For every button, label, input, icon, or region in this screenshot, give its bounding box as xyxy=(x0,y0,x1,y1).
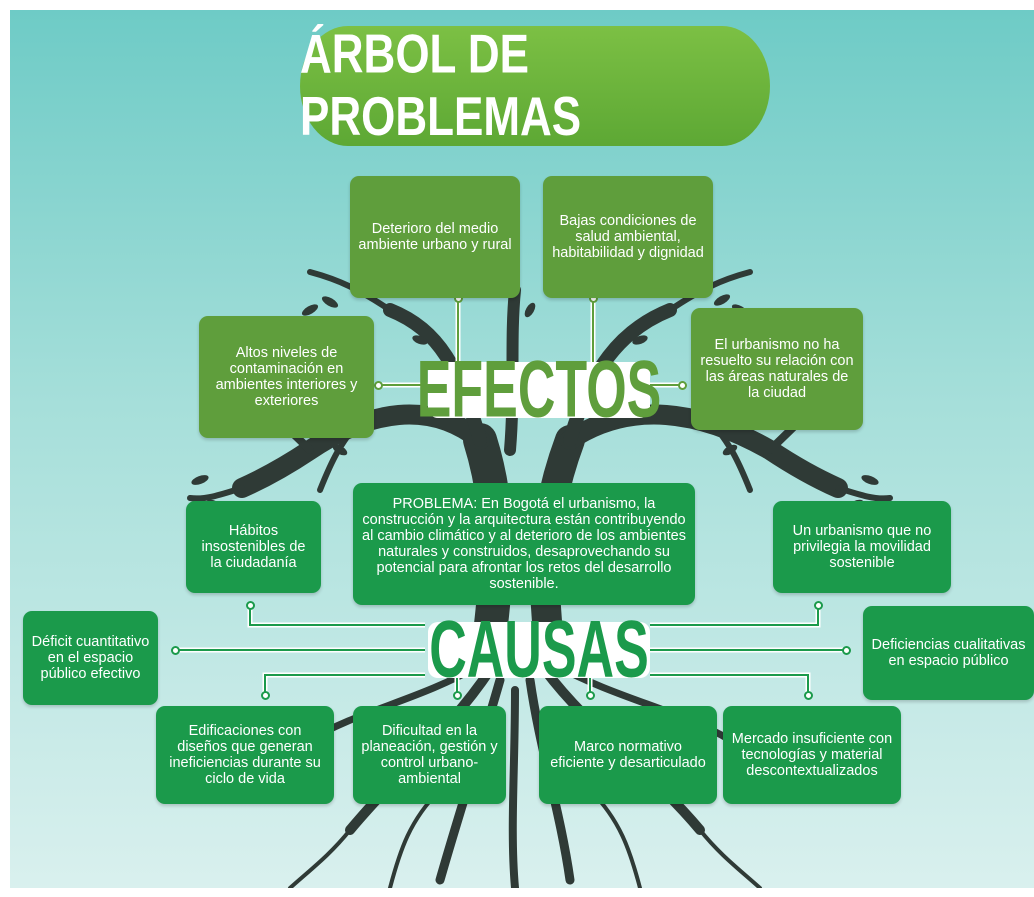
effect-box-areas-naturales: El urbanismo no ha resuelto su relación … xyxy=(691,308,863,430)
connector-dot xyxy=(452,690,462,700)
cause-box-marco-normativo: Marco normativo eficiente y desarticulad… xyxy=(539,706,717,804)
connector-dot xyxy=(373,380,383,390)
cause-box-deficiencias: Deficiencias cualitativas en espacio púb… xyxy=(863,606,1034,700)
diagram-canvas: ÁRBOL DE PROBLEMAS Deterioro del medio a… xyxy=(10,10,1034,888)
connector-dot xyxy=(585,690,595,700)
effect-box-contaminacion: Altos niveles de contaminación en ambien… xyxy=(199,316,374,438)
connector-dot xyxy=(813,600,823,610)
cause-box-edificaciones: Edificaciones con diseños que generan in… xyxy=(156,706,334,804)
connector-dot xyxy=(170,645,180,655)
connector-dot xyxy=(677,380,687,390)
connector-dot xyxy=(260,690,270,700)
problem-box: PROBLEMA: En Bogotá el urbanismo, la con… xyxy=(353,483,695,605)
effect-box-salud: Bajas condiciones de salud ambiental, ha… xyxy=(543,176,713,298)
cause-box-deficit: Déficit cuantitativo en el espacio públi… xyxy=(23,611,158,705)
cause-box-mercado: Mercado insuficiente con tecnologías y m… xyxy=(723,706,901,804)
connector-dot xyxy=(841,645,851,655)
cause-box-habitos: Hábitos insostenibles de la ciudadanía xyxy=(186,501,321,593)
cause-box-movilidad: Un urbanismo que no privilegia la movili… xyxy=(773,501,951,593)
effects-label: EFECTOS xyxy=(416,345,662,435)
effect-box-deterioro: Deterioro del medio ambiente urbano y ru… xyxy=(350,176,520,298)
connector-dot xyxy=(245,600,255,610)
connector-dot xyxy=(803,690,813,700)
cause-box-dificultad: Dificultad en la planeación, gestión y c… xyxy=(353,706,506,804)
causes-label: CAUSAS xyxy=(428,605,650,695)
diagram-title: ÁRBOL DE PROBLEMAS xyxy=(300,24,770,147)
